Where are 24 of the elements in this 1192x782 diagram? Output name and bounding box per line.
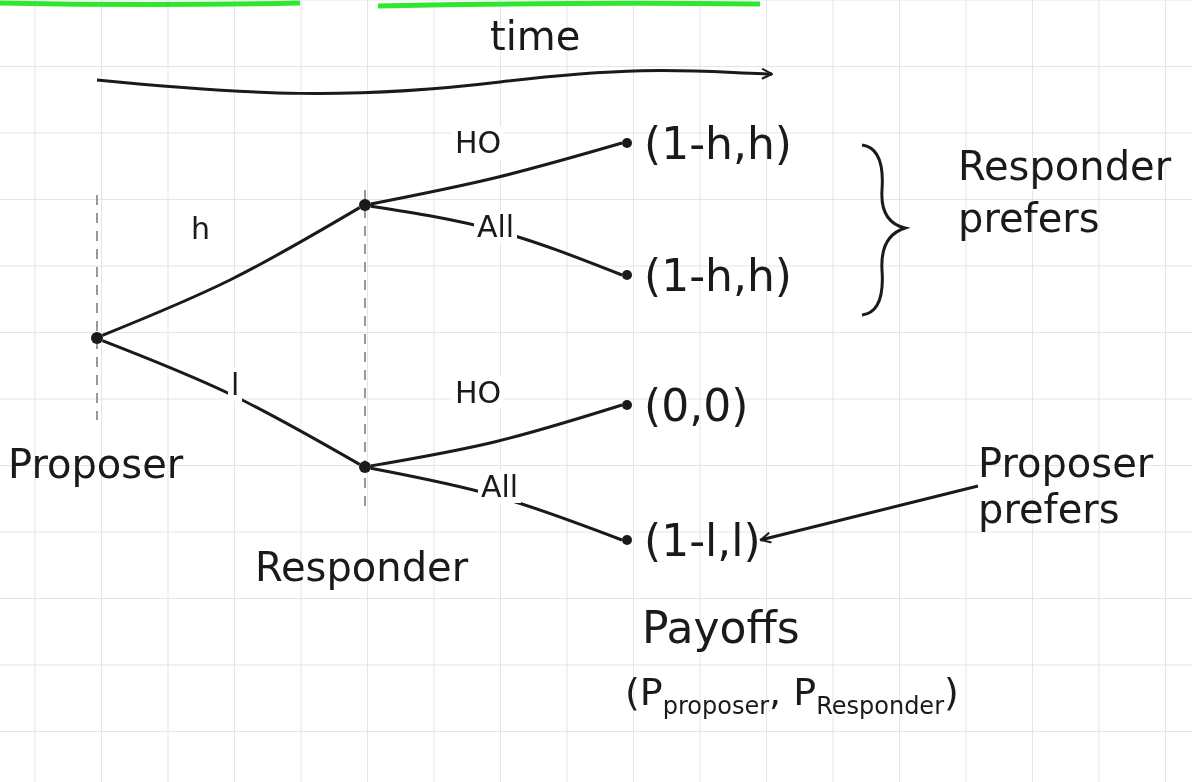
decision-node-dot [359, 199, 371, 211]
payoff-notation: (P$_{proposer}$, P$_{Responder}$) [625, 672, 959, 719]
edge-label: HO [452, 376, 505, 409]
tree-branch [101, 339, 361, 466]
decision-node-dot [91, 332, 103, 344]
edge-label: All [478, 470, 522, 503]
arrow [759, 484, 979, 544]
tree-branch [370, 403, 623, 468]
payoff-label: (1-h,h) [644, 249, 792, 301]
axis-title: Payoffs [642, 604, 800, 653]
payoff-label: (1-l,l) [644, 514, 761, 566]
decision-node-dot [359, 461, 371, 473]
player-label: Proposer [8, 442, 184, 486]
tree-branch [370, 141, 623, 206]
edge-label: All [474, 210, 518, 243]
axis-label: time [490, 14, 581, 58]
edge-label: HO [452, 126, 505, 159]
payoff-label: (0,0) [644, 379, 749, 431]
player-label: Responder [255, 545, 469, 589]
annotation-text: Responder prefers [958, 142, 1173, 243]
payoff-label: (1-h,h) [644, 117, 792, 169]
tree-branch [101, 206, 361, 337]
edge-label: l [228, 368, 243, 401]
annotation-text: Proposer prefers [978, 440, 1178, 532]
